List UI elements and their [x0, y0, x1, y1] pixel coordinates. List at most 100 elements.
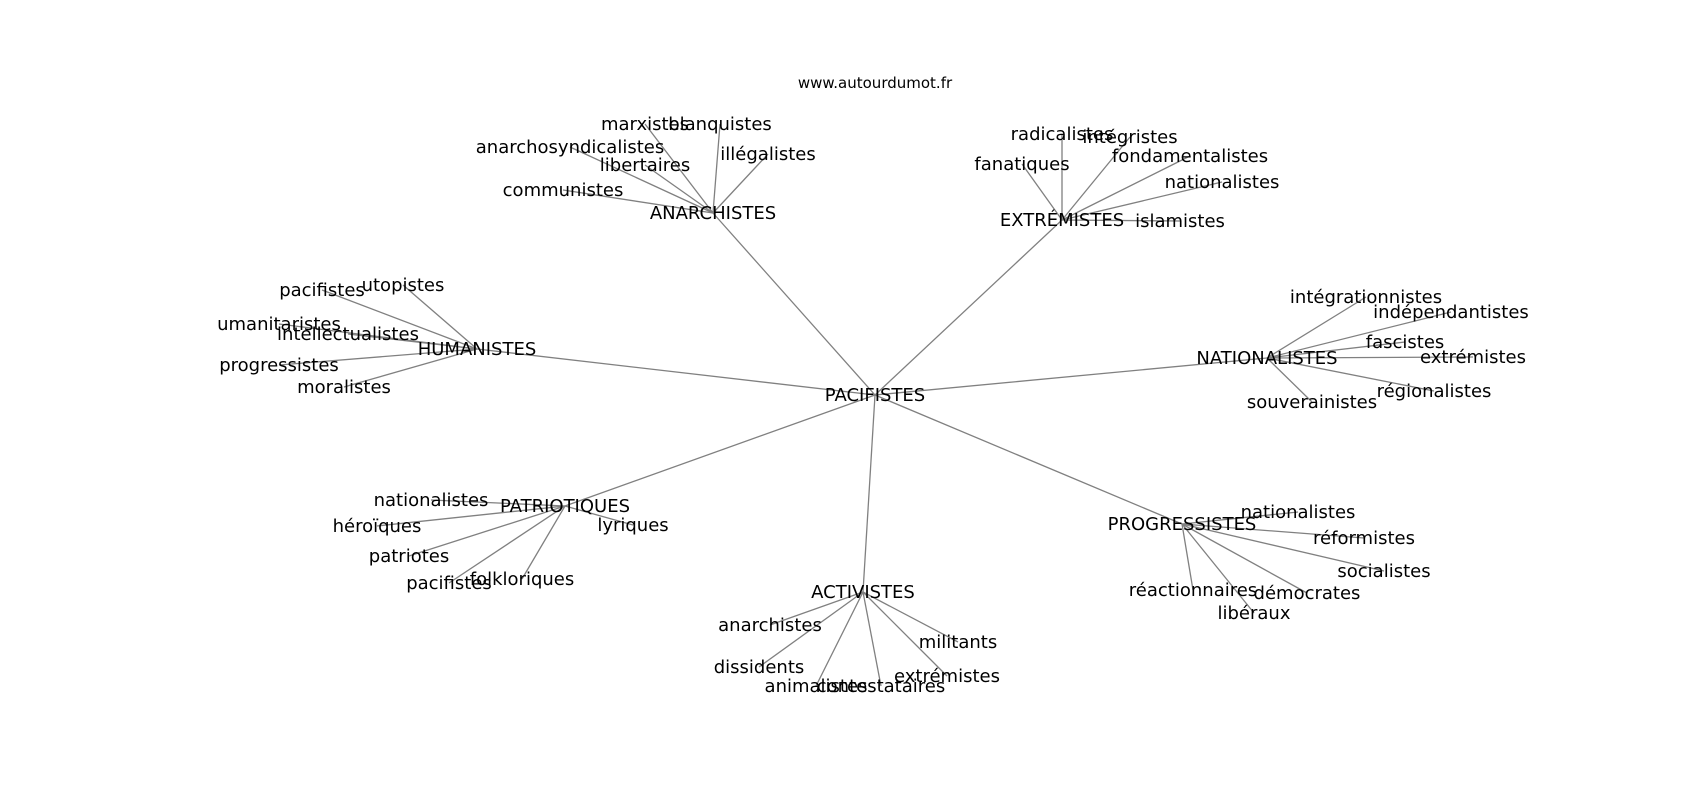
edge-nationalistes-leaf	[1266, 357, 1435, 392]
edge-patriotiques-leaf	[521, 505, 566, 580]
leaf-node: intellectualistes	[277, 324, 419, 345]
edge-center-humanistes	[476, 348, 876, 396]
edges	[278, 123, 1474, 687]
edge-humanistes-leaf	[402, 284, 478, 350]
leaf-node: patriotes	[369, 546, 449, 567]
hub-node: PATRIOTIQUES	[500, 496, 630, 517]
leaf-node: anarchistes	[718, 615, 822, 636]
edge-anarchistes-leaf	[644, 123, 714, 214]
leaf-node: réformistes	[1313, 528, 1415, 549]
edge-extrémistes-leaf	[1061, 155, 1191, 221]
leaf-node: contestataires	[817, 676, 945, 697]
edge-activistes-leaf	[862, 591, 959, 643]
hub-node: PROGRESSISTES	[1108, 514, 1257, 535]
leaf-node: pacifistes	[406, 573, 492, 594]
edge-activistes-leaf	[769, 591, 864, 626]
edge-progressistes-leaf	[1181, 523, 1255, 614]
leaf-node: extrémistes	[1420, 347, 1526, 368]
leaf-node: fanatiques	[974, 154, 1069, 175]
edge-progressistes-leaf	[1181, 523, 1365, 539]
edge-extrémistes-leaf	[1061, 136, 1131, 221]
edge-nationalistes-leaf	[1266, 356, 1474, 359]
edge-nationalistes-leaf	[1266, 296, 1367, 359]
leaf-node: utopistes	[362, 275, 445, 296]
leaf-node: militants	[919, 632, 997, 653]
edge-activistes-leaf	[815, 591, 864, 687]
edge-humanistes-leaf	[343, 348, 478, 388]
edge-anarchistes-leaf	[644, 164, 714, 214]
leaf-node: fondamentalistes	[1112, 146, 1268, 167]
leaf-node: intégrationnistes	[1290, 287, 1442, 308]
edge-nationalistes-leaf	[1266, 341, 1406, 359]
leaf-node: réactionnaires	[1129, 580, 1257, 601]
edge-extrémistes-leaf	[1061, 181, 1223, 221]
edge-humanistes-leaf	[278, 348, 478, 366]
edge-anarchistes-leaf	[562, 189, 714, 214]
leaf-node: libéraux	[1218, 603, 1291, 624]
edge-activistes-leaf	[758, 591, 864, 668]
leaf-node: islamistes	[1135, 211, 1225, 232]
leaf-node: fascistes	[1366, 332, 1445, 353]
edge-progressistes-leaf	[1181, 523, 1194, 591]
leaf-node: radicalistes	[1011, 124, 1114, 145]
leaf-node: intégristes	[1082, 127, 1177, 148]
leaf-node: blanquistes	[668, 114, 772, 135]
leaf-node: illégalistes	[720, 144, 815, 165]
leaf-node: démocrates	[1254, 583, 1361, 604]
site-watermark: www.autourdumot.fr	[798, 74, 953, 92]
leaf-node: umanitaristes	[217, 314, 341, 335]
leaf-node: animalistes	[765, 676, 868, 697]
edge-nationalistes-leaf	[1266, 311, 1452, 359]
leaf-node: nationalistes	[374, 490, 489, 511]
leaf-node: extrémistes	[894, 666, 1000, 687]
hub-node: EXTRÉMISTES	[1000, 209, 1124, 231]
hub-node: ACTIVISTES	[811, 582, 915, 603]
edge-activistes-leaf	[862, 591, 948, 677]
leaf-node: nationalistes	[1241, 502, 1356, 523]
edge-patriotiques-leaf	[376, 505, 566, 527]
leaf-node: progressistes	[219, 355, 339, 376]
edge-extrémistes-leaf	[1061, 219, 1181, 222]
leaf-node: dissidents	[714, 657, 805, 678]
edge-center-activistes	[862, 394, 876, 593]
edge-progressistes-leaf	[1181, 523, 1385, 572]
edge-humanistes-leaf	[347, 333, 478, 350]
edge-center-progressistes	[874, 394, 1183, 525]
edge-activistes-leaf	[862, 591, 882, 687]
hub-node: NATIONALISTES	[1196, 348, 1337, 369]
edge-patriotiques-leaf	[564, 505, 634, 526]
edge-nationalistes-leaf	[1266, 357, 1313, 403]
edge-center-patriotiques	[564, 394, 876, 507]
edge-center-extrémistes	[874, 219, 1063, 396]
labels: www.autourdumot.fr PACIFISTES ANARCHISTES…	[217, 74, 1529, 697]
leaf-node: héroïques	[333, 516, 422, 537]
leaf-node: lyriques	[597, 515, 668, 536]
edge-progressistes-leaf	[1181, 511, 1299, 525]
hub-node: HUMANISTES	[418, 339, 537, 360]
leaf-node: marxistes	[601, 114, 689, 135]
edge-patriotiques-leaf	[430, 499, 566, 507]
leaf-node: régionalistes	[1377, 381, 1492, 402]
leaf-node: folkloriques	[470, 569, 574, 590]
leaf-node: souverainistes	[1247, 392, 1377, 413]
edge-patriotiques-leaf	[408, 505, 566, 557]
center-node: PACIFISTES	[825, 385, 925, 406]
leaf-node: socialistes	[1337, 561, 1430, 582]
leaf-node: nationalistes	[1165, 172, 1280, 193]
edge-humanistes-leaf	[321, 289, 478, 350]
edge-center-nationalistes	[874, 357, 1268, 396]
leaf-node: moralistes	[297, 377, 391, 398]
edge-progressistes-leaf	[1181, 523, 1308, 594]
edge-anarchistes-leaf	[569, 146, 714, 214]
hub-node: ANARCHISTES	[650, 203, 776, 224]
edge-anarchistes-leaf	[712, 123, 721, 214]
leaf-node: indépendantistes	[1373, 302, 1529, 323]
edge-anarchistes-leaf	[712, 153, 769, 214]
leaf-node: anarchosyndicalistes	[476, 137, 664, 158]
leaf-node: communistes	[503, 180, 624, 201]
edge-patriotiques-leaf	[448, 505, 566, 584]
edge-center-anarchistes	[712, 212, 876, 396]
leaf-node: libertaires	[600, 155, 690, 176]
leaf-node: pacifistes	[279, 280, 365, 301]
